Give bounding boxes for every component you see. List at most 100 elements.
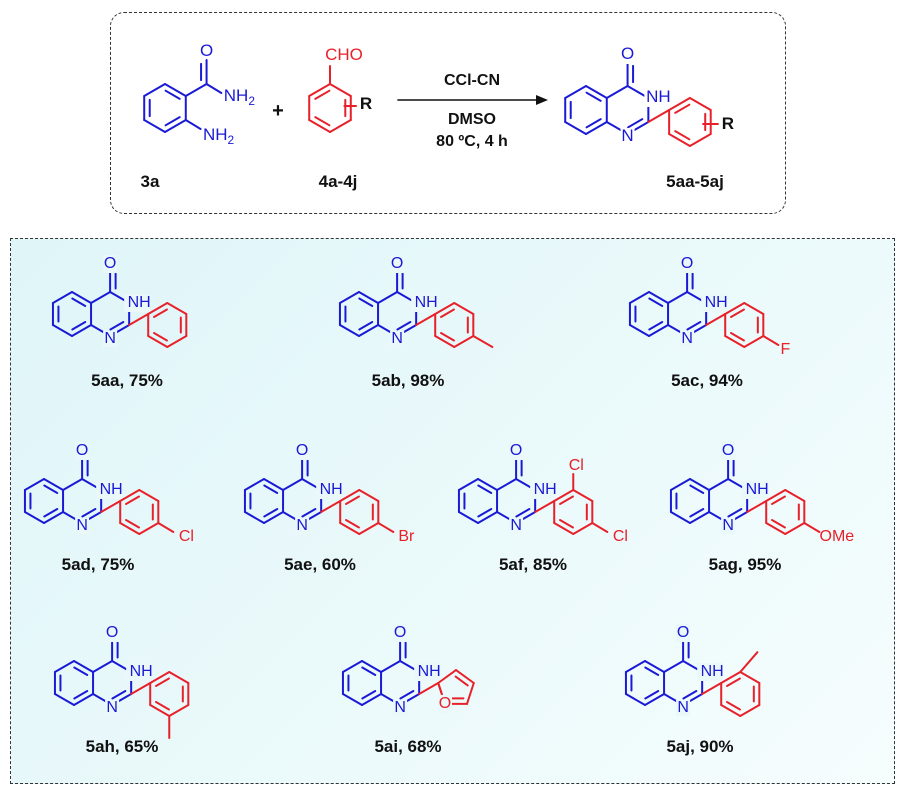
n-label: N bbox=[677, 699, 689, 716]
compound-5ab: O NH N 5ab, 98% bbox=[338, 255, 494, 390]
oxygen-label: O bbox=[681, 255, 693, 272]
oxygen-label: O bbox=[296, 442, 308, 459]
furan-oxygen-label: O bbox=[439, 695, 451, 712]
substituent-label: Cl bbox=[613, 528, 628, 545]
quinazolinone-core: O NH N bbox=[628, 255, 728, 347]
n-label: N bbox=[681, 330, 693, 347]
arrowhead bbox=[536, 95, 548, 105]
nh-label: NH bbox=[100, 481, 123, 498]
reaction-scheme-box bbox=[110, 12, 786, 214]
r-group-label: R bbox=[722, 114, 734, 133]
oxygen-label: O bbox=[394, 624, 406, 641]
nh-label: NH bbox=[534, 481, 557, 498]
nh-label: NH bbox=[705, 294, 728, 311]
compound-5ah: O NH N 5ah, 65% bbox=[53, 624, 190, 756]
aryl-group: Br bbox=[320, 489, 415, 545]
compound-5ai: O NH N O 5ai, 68% bbox=[341, 624, 475, 756]
nh-label: NH bbox=[128, 294, 151, 311]
n-label: N bbox=[722, 517, 734, 534]
nh-label: NH bbox=[415, 294, 438, 311]
reaction-arrow bbox=[397, 95, 548, 105]
oxygen-label: O bbox=[677, 624, 689, 641]
n-label: N bbox=[394, 699, 406, 716]
nh-label: NH bbox=[701, 663, 724, 680]
compound-label: 5ai, 68% bbox=[374, 737, 441, 756]
compound-label: 5ac, 94% bbox=[671, 371, 743, 390]
nh-label: NH bbox=[746, 481, 769, 498]
aryl-group: F bbox=[705, 302, 790, 358]
aryl-group: O bbox=[418, 669, 475, 713]
n-label: N bbox=[106, 699, 118, 716]
compound-label: 3a bbox=[141, 172, 160, 191]
aryl-group bbox=[415, 302, 494, 348]
compound-label: 5aj, 90% bbox=[666, 737, 733, 756]
aryl-group: OMe bbox=[746, 489, 855, 545]
compound-label: 5ad, 75% bbox=[62, 555, 135, 574]
aryl-group bbox=[701, 651, 761, 717]
quinazolinone-core: O NH N bbox=[341, 624, 441, 716]
compound-5ad: O NH N Cl 5ad, 75% bbox=[23, 442, 194, 574]
oxygen-label: O bbox=[76, 442, 88, 459]
nh-label: NH bbox=[130, 663, 153, 680]
substituent-label: OMe bbox=[820, 528, 855, 545]
aryl-group: Cl bbox=[100, 489, 194, 545]
compound-label: 5aa, 75% bbox=[91, 371, 163, 390]
solvent-label: DMSO bbox=[448, 111, 496, 128]
substituent-label: Cl bbox=[569, 457, 584, 474]
quinazolinone-core: O NH N bbox=[51, 255, 151, 347]
n-label: N bbox=[391, 330, 403, 347]
nh-label: NH bbox=[646, 87, 671, 106]
compound-5ag: O NH N OMe 5ag, 95% bbox=[669, 442, 855, 574]
n-label: N bbox=[104, 330, 116, 347]
n-label: N bbox=[296, 517, 308, 534]
cho-label: CHO bbox=[325, 45, 363, 64]
aryl-group bbox=[130, 671, 190, 739]
compound-label: 5ah, 65% bbox=[86, 737, 159, 756]
n-label: N bbox=[621, 126, 633, 145]
oxygen-label: O bbox=[200, 41, 213, 60]
nh-label: NH bbox=[418, 663, 441, 680]
r-group-label: R bbox=[360, 94, 372, 113]
oxygen-label: O bbox=[391, 255, 403, 272]
amide-nh2-label: NH2 bbox=[224, 86, 256, 108]
oxygen-label: O bbox=[510, 442, 522, 459]
reactant-4: CHO R 4a-4j bbox=[308, 45, 372, 191]
quinazolinone-core: O NH N bbox=[624, 624, 724, 716]
oxygen-label: O bbox=[621, 44, 634, 63]
quinazolinone-core: O NH N bbox=[669, 442, 769, 534]
n-label: N bbox=[76, 517, 88, 534]
nh-label: NH bbox=[320, 481, 343, 498]
oxygen-label: O bbox=[104, 255, 116, 272]
compound-label: 4a-4j bbox=[319, 172, 358, 191]
amine-nh2-label: NH2 bbox=[203, 125, 235, 147]
quinazolinone-core: O NH N bbox=[53, 624, 153, 716]
compound-5ac: O NH N F 5ac, 94% bbox=[628, 255, 790, 390]
compound-label: 5ag, 95% bbox=[709, 555, 782, 574]
aryl-group bbox=[128, 302, 188, 348]
quinazolinone-core: O NH N bbox=[23, 442, 123, 534]
oxygen-label: O bbox=[106, 624, 118, 641]
reagent-label: CCl-CN bbox=[444, 72, 500, 89]
compound-label: 5ab, 98% bbox=[372, 371, 445, 390]
quinazolinone-core: O NH N bbox=[457, 442, 557, 534]
quinazolinone-core: O NH N bbox=[338, 255, 438, 347]
product-5: O NH N R 5aa-5aj bbox=[564, 44, 734, 191]
substituent-label: F bbox=[780, 341, 790, 358]
oxygen-label: O bbox=[722, 442, 734, 459]
n-label: N bbox=[510, 517, 522, 534]
compound-5ae: O NH N Br 5ae, 60% bbox=[243, 442, 415, 574]
compound-5aj: O NH N 5aj, 90% bbox=[624, 624, 761, 756]
compound-label: 5ae, 60% bbox=[284, 555, 356, 574]
plus-sign: + bbox=[272, 100, 284, 122]
substituent-label: Cl bbox=[179, 528, 194, 545]
compound-label: 5aa-5aj bbox=[666, 172, 724, 191]
quinazolinone-core: O NH N bbox=[243, 442, 343, 534]
conditions-label: 80 ºC, 4 h bbox=[436, 133, 508, 150]
substituent-label: Br bbox=[398, 528, 415, 545]
